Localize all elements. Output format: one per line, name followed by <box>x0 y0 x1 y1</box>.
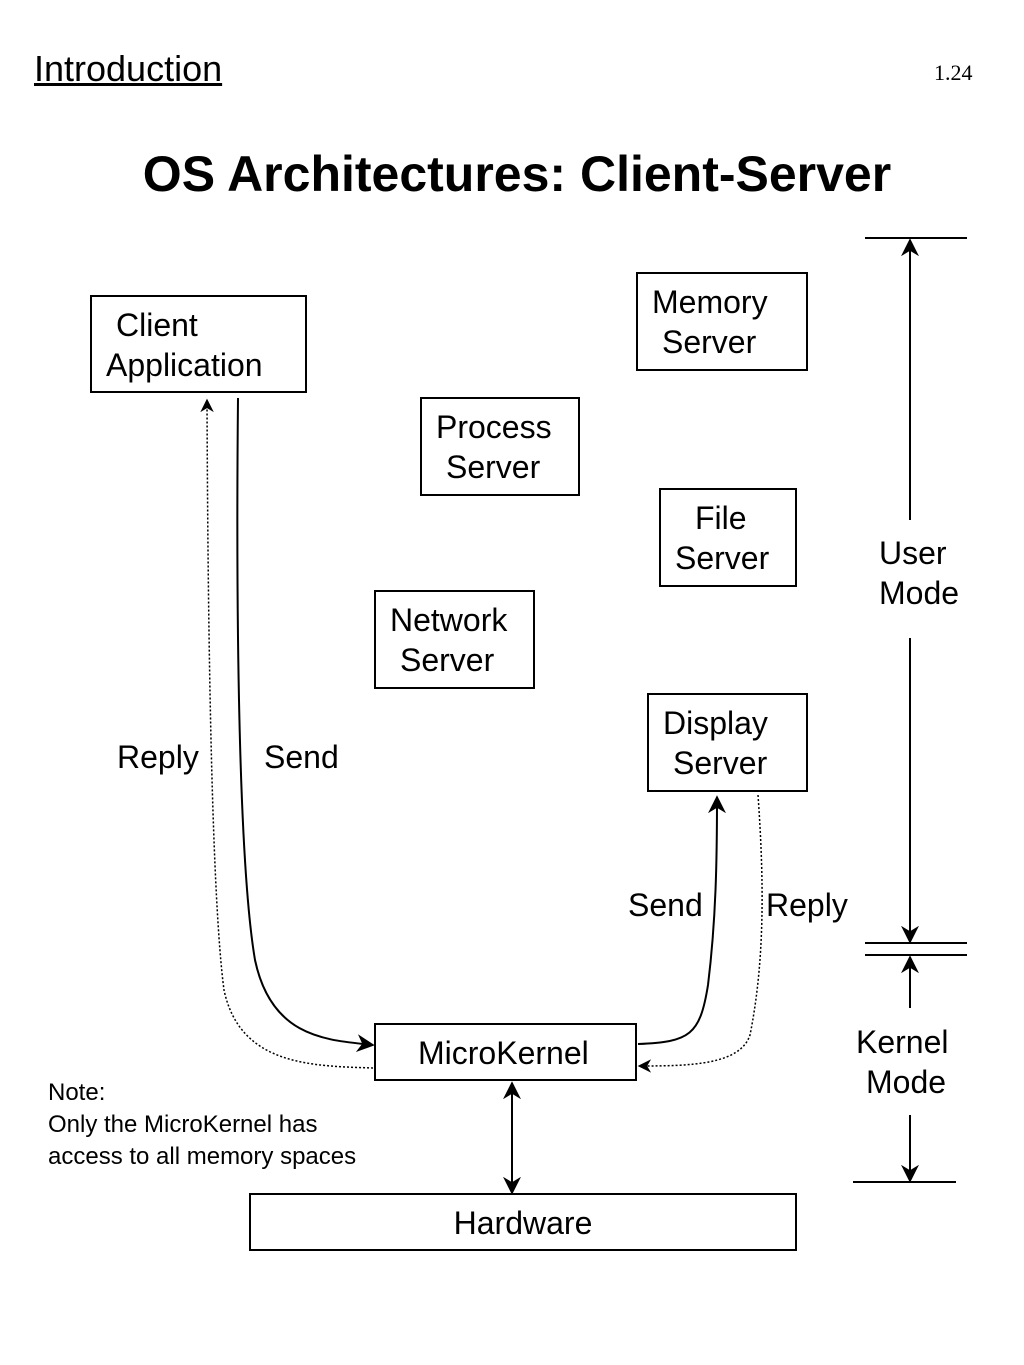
client-application-box: Client Application <box>90 295 307 393</box>
memory-server-box: Memory Server <box>636 272 808 371</box>
network-server-box: Network Server <box>374 590 535 689</box>
display-label-line1: Display <box>663 705 768 741</box>
hardware-box: Hardware <box>249 1193 797 1251</box>
note-line2: access to all memory spaces <box>48 1143 357 1170</box>
user-mode-label-line2: Mode <box>879 575 960 611</box>
memory-label-line1: Memory <box>652 284 768 320</box>
file-server-box: File Server <box>659 488 797 587</box>
process-server-box: Process Server <box>420 397 580 496</box>
client-label-line1: Client <box>116 307 198 343</box>
display-label-line2: Server <box>673 745 768 781</box>
kernel-mode-label-line1: Kernel <box>856 1024 949 1060</box>
client-label-line2: Application <box>106 347 263 383</box>
network-label-line1: Network <box>390 602 508 638</box>
client-send-arrow <box>236 397 375 1053</box>
user-mode-label-line1: User <box>879 535 947 571</box>
display-reply-arrow <box>637 794 763 1073</box>
client-reply-label: Reply <box>117 739 199 775</box>
process-label-line1: Process <box>436 409 552 445</box>
client-send-label: Send <box>264 739 339 775</box>
client-reply-arrow <box>200 398 374 1069</box>
section-title: Introduction <box>34 48 223 89</box>
microkernel-box: MicroKernel <box>374 1023 637 1081</box>
note-line1: Only the MicroKernel has <box>48 1111 318 1138</box>
network-label-line2: Server <box>400 642 495 678</box>
display-send-arrow <box>637 795 726 1045</box>
display-send-label: Send <box>628 887 703 923</box>
display-server-box: Display Server <box>647 693 808 792</box>
page-number: 1.24 <box>934 60 973 85</box>
slide-title: OS Architectures: Client-Server <box>142 146 892 202</box>
display-reply-label: Reply <box>766 887 848 923</box>
hardware-label: Hardware <box>453 1205 593 1241</box>
memory-label-line2: Server <box>662 324 757 360</box>
microkernel-label: MicroKernel <box>418 1035 589 1071</box>
kernel-mode-label-line2: Mode <box>866 1064 947 1100</box>
note-heading: Note: <box>48 1079 106 1106</box>
file-label-line2: Server <box>675 540 770 576</box>
file-label-line1: File <box>695 500 747 536</box>
process-label-line2: Server <box>446 449 541 485</box>
